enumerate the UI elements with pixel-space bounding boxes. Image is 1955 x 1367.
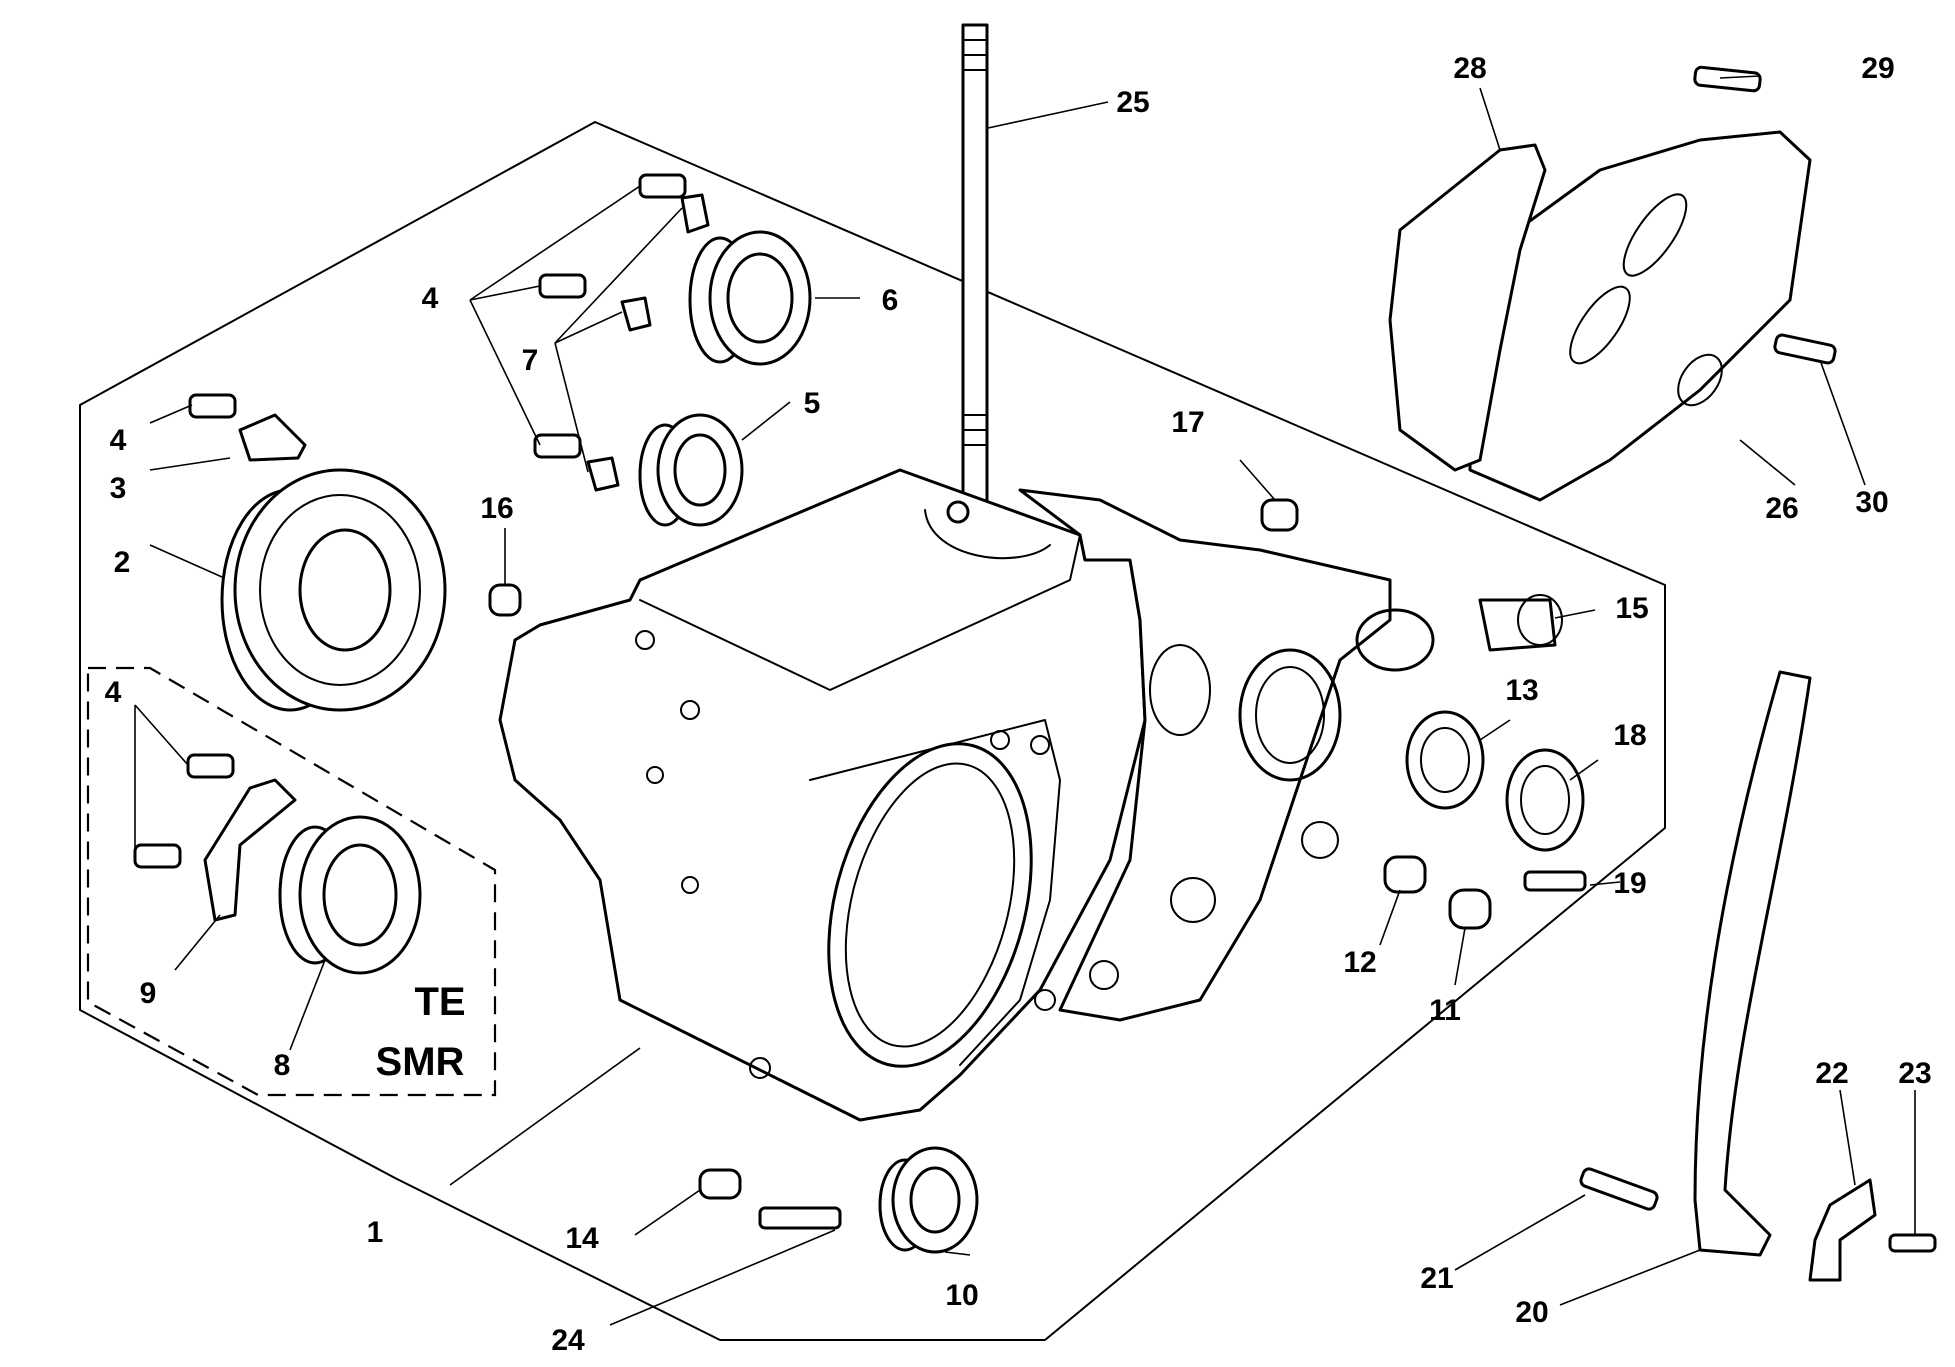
seal-13 bbox=[1405, 710, 1485, 810]
main-bearing bbox=[220, 468, 447, 712]
bearing-5 bbox=[638, 413, 744, 527]
seal-18 bbox=[1505, 748, 1585, 852]
bolt-19 bbox=[1523, 870, 1587, 892]
screw-23 bbox=[1888, 1233, 1937, 1253]
retainer-plate-7b bbox=[620, 296, 652, 332]
callout-6: 6 bbox=[882, 284, 899, 317]
callout-4-top: 4 bbox=[422, 282, 439, 315]
callout-23: 23 bbox=[1898, 1057, 1931, 1090]
callout-30: 30 bbox=[1855, 486, 1888, 519]
retainer-plate-7a bbox=[680, 193, 710, 234]
bearing-8 bbox=[278, 815, 422, 975]
callout-2: 2 bbox=[114, 546, 131, 579]
crankcase-half bbox=[498, 468, 1147, 1122]
bracket-22 bbox=[1808, 1178, 1877, 1282]
callout-labels: 1 2 3 4 4 4 4 5 6 7 7 8 9 10 11 12 13 14… bbox=[105, 52, 1932, 1357]
callout-5: 5 bbox=[804, 387, 821, 420]
callout-9: 9 bbox=[140, 977, 157, 1010]
screw-30 bbox=[1773, 333, 1837, 365]
callout-13: 13 bbox=[1505, 674, 1538, 707]
callout-28: 28 bbox=[1453, 52, 1486, 85]
dowel-17 bbox=[1260, 498, 1299, 532]
assembly-boundary bbox=[79, 121, 1666, 1341]
screw-29 bbox=[1693, 65, 1762, 93]
leader-lines bbox=[134, 75, 1916, 1326]
callout-21: 21 bbox=[1420, 1262, 1453, 1295]
callout-4-variant: 4 bbox=[105, 676, 122, 709]
callout-12: 12 bbox=[1343, 946, 1376, 979]
retainer-plate-9 bbox=[203, 778, 297, 922]
callout-20: 20 bbox=[1515, 1296, 1548, 1329]
chain-guide bbox=[1693, 670, 1812, 1257]
dowel-16 bbox=[488, 583, 522, 617]
callout-16: 16 bbox=[480, 492, 513, 525]
callout-15: 15 bbox=[1615, 592, 1648, 625]
callout-26: 26 bbox=[1765, 492, 1798, 525]
bearing-6 bbox=[688, 230, 812, 366]
dowel-14 bbox=[698, 1168, 742, 1200]
callout-11: 11 bbox=[1429, 994, 1461, 1027]
variant-label-smr: SMR bbox=[376, 1040, 465, 1084]
dowel-12 bbox=[1383, 855, 1427, 894]
callout-4-left: 4 bbox=[110, 424, 127, 457]
callout-25: 25 bbox=[1116, 86, 1149, 119]
callout-19: 19 bbox=[1613, 867, 1646, 900]
callout-7: 7 bbox=[522, 344, 539, 377]
bush-11 bbox=[1448, 888, 1492, 930]
retainer-plate-3 bbox=[238, 413, 307, 462]
cylinder-stud bbox=[961, 23, 989, 507]
variant-box-outline bbox=[86, 666, 497, 1097]
callout-17: 17 bbox=[1171, 406, 1204, 439]
callout-22: 22 bbox=[1815, 1057, 1848, 1090]
callout-3: 3 bbox=[110, 472, 127, 505]
callout-10: 10 bbox=[945, 1279, 978, 1312]
variant-label-te: TE bbox=[414, 980, 465, 1024]
callout-14: 14 bbox=[565, 1222, 599, 1255]
retainer-plate-7c bbox=[586, 456, 620, 492]
callout-18: 18 bbox=[1613, 719, 1646, 752]
callout-24: 24 bbox=[551, 1324, 585, 1357]
callout-1: 1 bbox=[367, 1216, 384, 1249]
plate-28 bbox=[1388, 143, 1547, 472]
bearing-10 bbox=[878, 1146, 979, 1254]
bolt-24 bbox=[758, 1206, 842, 1230]
callout-8: 8 bbox=[274, 1049, 291, 1082]
pin-21 bbox=[1579, 1167, 1659, 1211]
callout-29: 29 bbox=[1861, 52, 1894, 85]
crankcase-rear-section bbox=[1018, 488, 1435, 1022]
screws-4 bbox=[133, 173, 687, 869]
